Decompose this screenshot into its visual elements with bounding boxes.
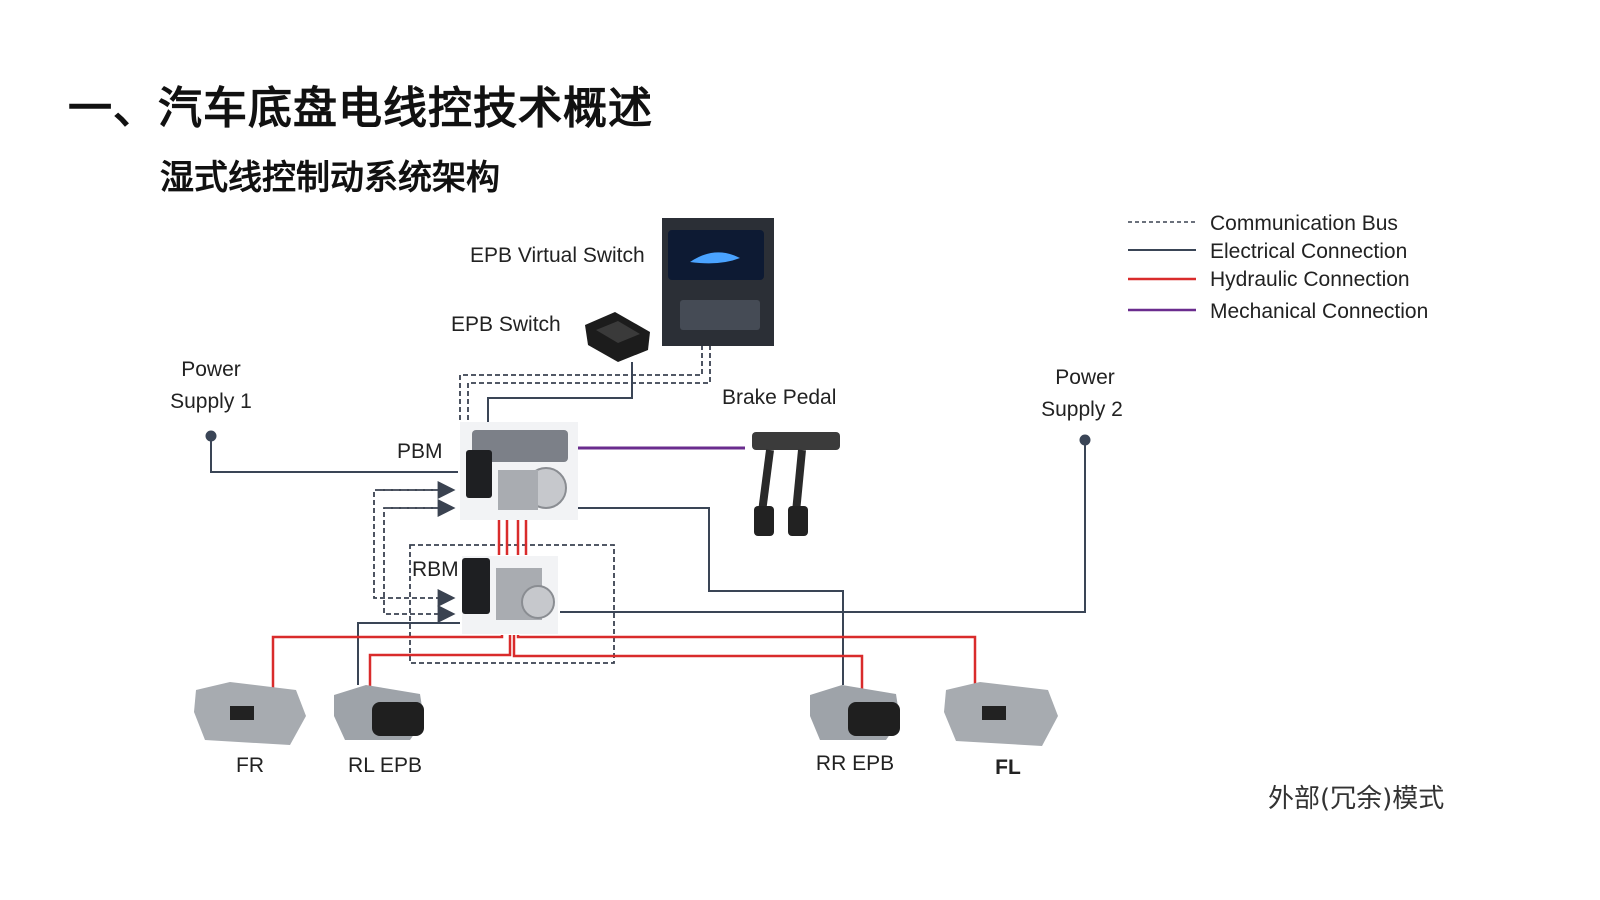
legend-electrical-label: Electrical Connection: [1210, 240, 1407, 263]
pbm-module-image: [460, 422, 578, 520]
rbm-module-image: [462, 556, 558, 634]
power-supply-1-label-line2: Supply 1: [170, 390, 252, 413]
hydraulic-lines: [271, 520, 977, 690]
rl-epb-label: RL EPB: [348, 754, 422, 777]
brake-pedal-label: Brake Pedal: [722, 386, 836, 409]
caliper-fl-image: [944, 682, 1058, 746]
legend-hydraulic-label: Hydraulic Connection: [1210, 268, 1410, 291]
rr-epb-label: RR EPB: [816, 752, 894, 775]
fl-label: FL: [995, 756, 1021, 779]
mode-note: 外部(冗余)模式: [1268, 784, 1445, 814]
brake-pedal-image: [752, 432, 840, 536]
power-supply-1-label-line1: Power: [181, 358, 241, 381]
pbm-label: PBM: [397, 440, 443, 463]
electrical-lines: [205, 362, 1091, 685]
page-title: 一、汽车底盘电线控技术概述: [68, 83, 653, 134]
page-subtitle: 湿式线控制动系统架构: [160, 158, 500, 198]
power-supply-2-label-line1: Power: [1055, 366, 1115, 389]
legend-mechanical-label: Mechanical Connection: [1210, 300, 1428, 323]
rbm-label: RBM: [412, 558, 459, 581]
caliper-rl-epb-image: [334, 685, 424, 740]
caliper-rr-epb-image: [810, 685, 900, 740]
legend-communication-label: Communication Bus: [1210, 212, 1398, 235]
epb-switch-image: [585, 312, 650, 362]
epb-switch-label: EPB Switch: [451, 313, 561, 336]
legend: Communication Bus Electrical Connection …: [1128, 212, 1428, 323]
epb-virtual-switch-image: [662, 218, 774, 346]
power-supply-2-label-line2: Supply 2: [1041, 398, 1123, 421]
communication-bus-lines: [373, 345, 711, 664]
caliper-fr-image: [194, 682, 306, 745]
epb-virtual-switch-label: EPB Virtual Switch: [470, 244, 645, 267]
fr-label: FR: [236, 754, 264, 777]
